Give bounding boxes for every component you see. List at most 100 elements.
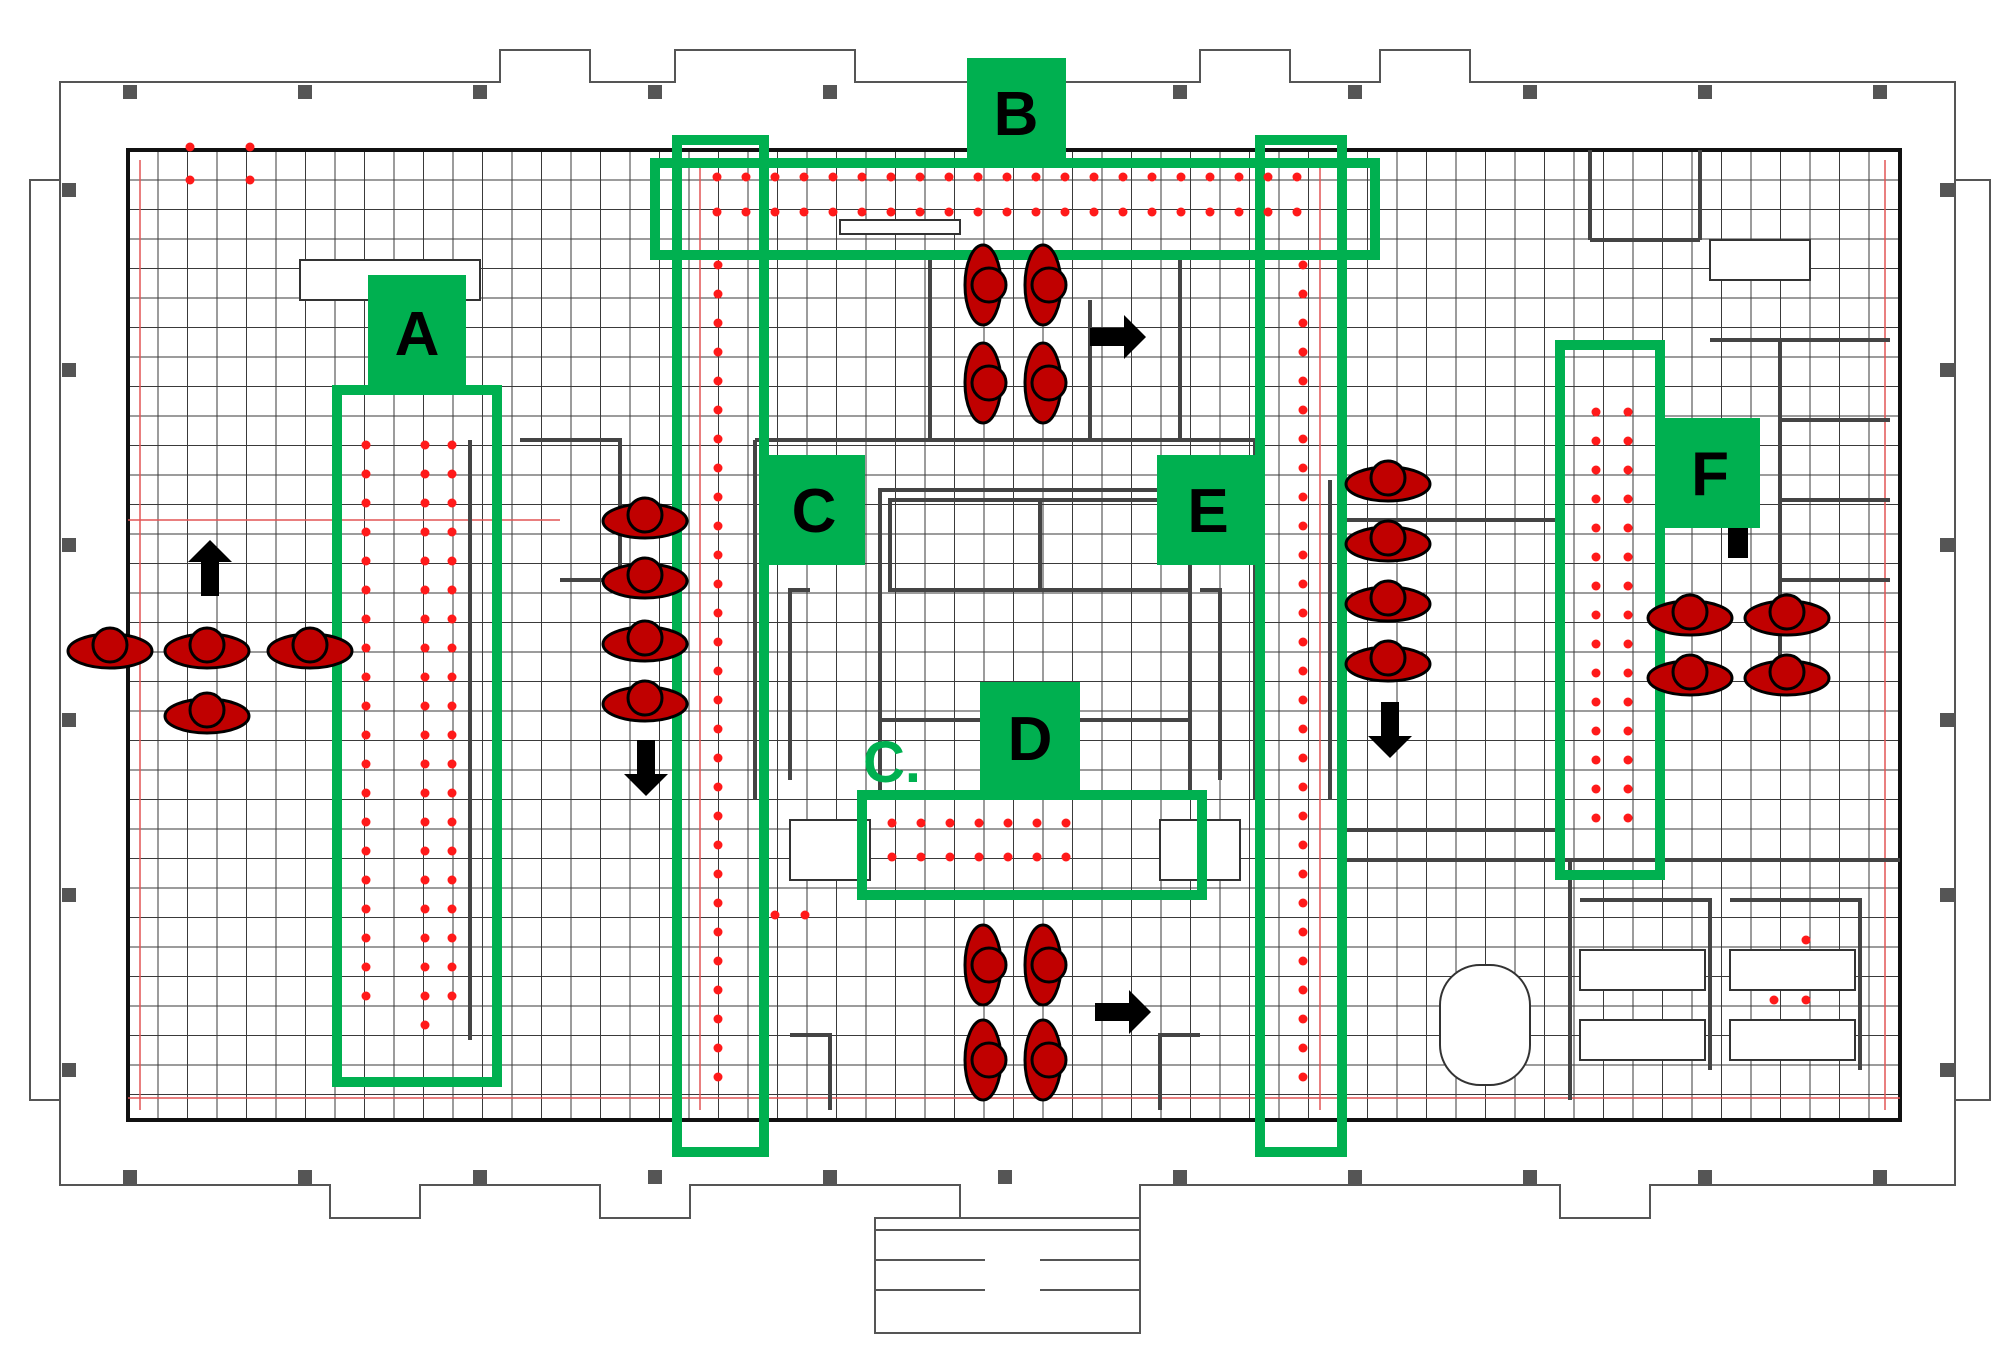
sensor-dot (1298, 376, 1308, 386)
sensor-dot (1801, 995, 1811, 1005)
sensor-dot (1591, 465, 1601, 475)
sensor-dot (1061, 818, 1071, 828)
column (473, 85, 487, 99)
person-topdown-icon (963, 243, 1008, 327)
column (1873, 1170, 1887, 1184)
sensor-dot (420, 730, 430, 740)
sensor-dot (1298, 927, 1308, 937)
sensor-dot (1591, 523, 1601, 533)
sensor-dot (1623, 813, 1633, 823)
sensor-dot (361, 962, 371, 972)
sensor-dot (713, 840, 723, 850)
sensor-dot (828, 207, 838, 217)
sensor-dot (420, 904, 430, 914)
sensor-dot (713, 550, 723, 560)
sensor-dot (1298, 1014, 1308, 1024)
sensor-dot (361, 991, 371, 1001)
column (1698, 85, 1712, 99)
sensor-dot (447, 817, 457, 827)
sensor-dot (447, 527, 457, 537)
sensor-dot (1234, 207, 1244, 217)
sensor-dot (1205, 207, 1215, 217)
sensor-dot (1298, 492, 1308, 502)
sensor-dot (1298, 1072, 1308, 1082)
sensor-dot (361, 875, 371, 885)
sensor-dot (447, 498, 457, 508)
column (298, 85, 312, 99)
sensor-dot (1298, 1043, 1308, 1053)
zone-label-f: F (1660, 418, 1760, 528)
sensor-dot (447, 701, 457, 711)
sensor-dot (420, 962, 430, 972)
sensor-dot (1118, 207, 1128, 217)
zone-label-c-text: C (792, 477, 837, 546)
sensor-dot (1147, 207, 1157, 217)
column (62, 183, 76, 197)
sensor-dot (447, 614, 457, 624)
person-topdown-icon (1344, 519, 1432, 563)
sensor-dot (713, 376, 723, 386)
sensor-dot (1089, 207, 1099, 217)
person-topdown-icon (66, 626, 154, 670)
sensor-dot (713, 782, 723, 792)
sensor-dot (420, 788, 430, 798)
direction-arrows (188, 315, 1748, 1034)
person-topdown-icon (963, 341, 1008, 425)
person-topdown-icon (1023, 923, 1068, 1007)
sensor-dot (1591, 755, 1601, 765)
zone-label-d: D (980, 682, 1080, 795)
sensor-dot (1234, 172, 1244, 182)
sensor-dot (245, 175, 255, 185)
sensor-dot (420, 933, 430, 943)
sensor-dot (799, 172, 809, 182)
sensor-dot (1032, 852, 1042, 862)
sensor-dot (741, 172, 751, 182)
sensor-dot (713, 1014, 723, 1024)
sensor-dot (1298, 811, 1308, 821)
sensor-dot (245, 142, 255, 152)
sensor-dot (1591, 436, 1601, 446)
sensor-dot (420, 469, 430, 479)
sensor-dot (420, 498, 430, 508)
sensor-dot (1591, 726, 1601, 736)
sensor-dot (886, 207, 896, 217)
sensor-dot (361, 933, 371, 943)
sensor-dot (974, 852, 984, 862)
sensor-dot (713, 956, 723, 966)
sensor-dot (1176, 207, 1186, 217)
sensor-dot (447, 759, 457, 769)
sensor-dot (447, 875, 457, 885)
sensor-dot (1623, 784, 1633, 794)
sensor-dot (915, 207, 925, 217)
column (648, 1170, 662, 1184)
sensor-dot (713, 289, 723, 299)
structural-columns (62, 85, 1954, 1184)
column (823, 1170, 837, 1184)
person-topdown-icon (601, 619, 689, 663)
sensor-dot (1623, 552, 1633, 562)
sensor-dot (361, 498, 371, 508)
column (823, 85, 837, 99)
sensor-dot (713, 521, 723, 531)
sensor-dot (1298, 521, 1308, 531)
column (123, 85, 137, 99)
person-topdown-icon (1023, 243, 1068, 327)
direction-arrow-icon (1090, 315, 1146, 359)
sensor-dot (1298, 434, 1308, 444)
sensor-dot (361, 556, 371, 566)
sensor-dot (361, 759, 371, 769)
sensor-dot (1292, 172, 1302, 182)
column (123, 1170, 137, 1184)
person-topdown-icon (1023, 341, 1068, 425)
person-topdown-icon (1646, 653, 1734, 697)
sensor-dot (1298, 579, 1308, 589)
sensor-dot (1591, 784, 1601, 794)
zone-label-b-text: B (994, 80, 1039, 149)
sensor-dot (1060, 207, 1070, 217)
sensor-dot (420, 614, 430, 624)
sensor-dot (713, 260, 723, 270)
column (1698, 1170, 1712, 1184)
direction-arrow-icon (1368, 702, 1412, 758)
sensor-dot (361, 643, 371, 653)
sensor-dot (944, 207, 954, 217)
